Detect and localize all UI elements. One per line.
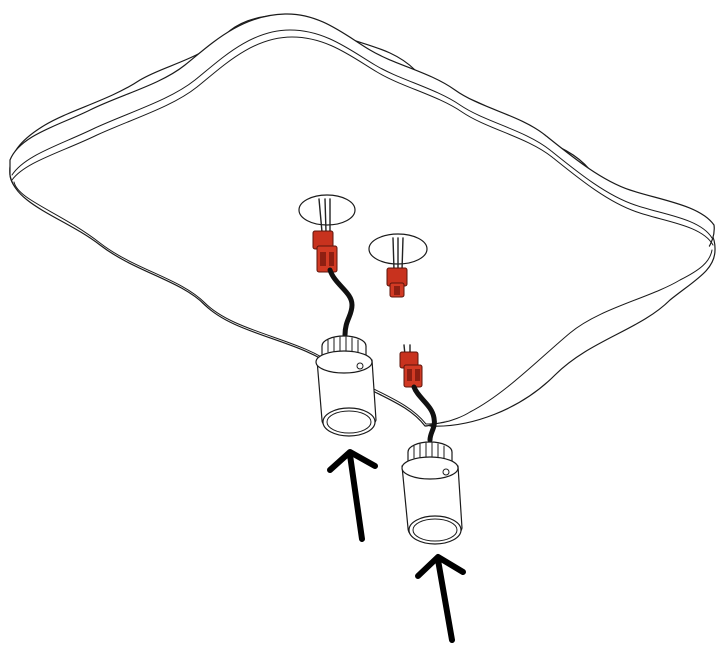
- ceiling-hole-left: [298, 194, 356, 226]
- connector-left: [312, 198, 338, 273]
- spotlight-right: [399, 344, 463, 545]
- ceiling-panel: [9, 13, 716, 427]
- arrow-left: [327, 449, 378, 542]
- connector-right: [386, 237, 408, 298]
- spotlight-left: [315, 267, 377, 437]
- arrow-right: [415, 554, 466, 643]
